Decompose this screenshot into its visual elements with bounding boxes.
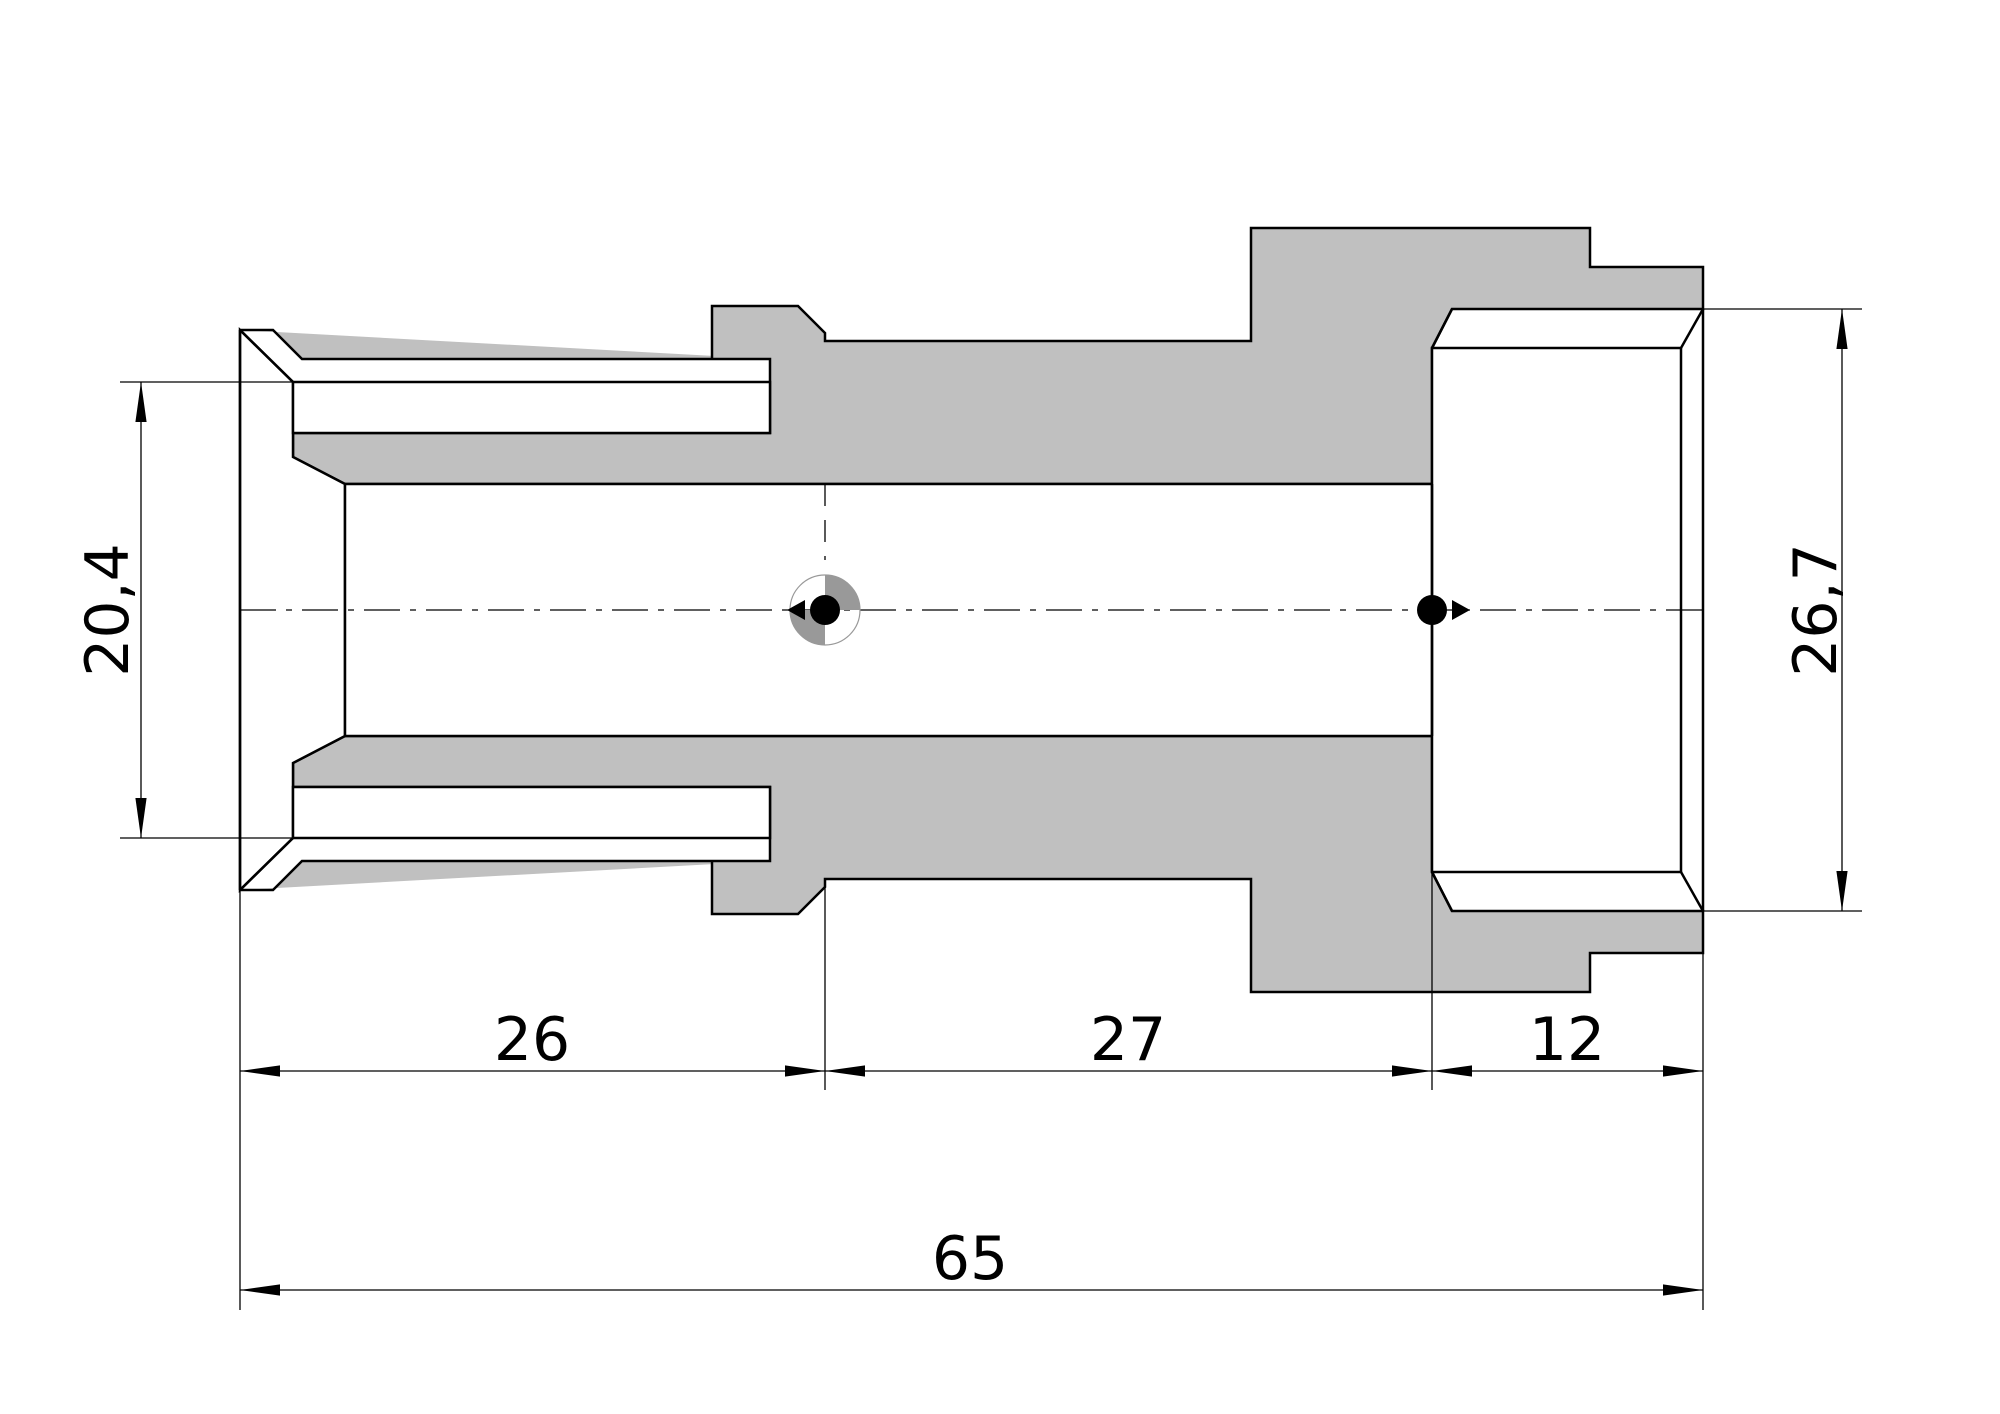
dim-overall-length-label: 65	[932, 1224, 1008, 1294]
construction-lines	[240, 484, 1703, 611]
dimensions: 20,4 26,7 26 27 12 65	[73, 308, 1862, 1310]
lower-groove	[291, 785, 772, 840]
dim-segment-1-label: 26	[494, 1005, 570, 1075]
reference-marker-left	[787, 574, 861, 646]
reference-marker-right	[1417, 595, 1470, 625]
upper-groove	[291, 380, 772, 435]
dim-segment-2-label: 27	[1090, 1005, 1166, 1075]
dim-outer-diameter-label: 26,7	[1781, 543, 1851, 677]
dim-inner-diameter-label: 20,4	[73, 543, 143, 677]
dim-segment-3-label: 12	[1529, 1005, 1605, 1075]
